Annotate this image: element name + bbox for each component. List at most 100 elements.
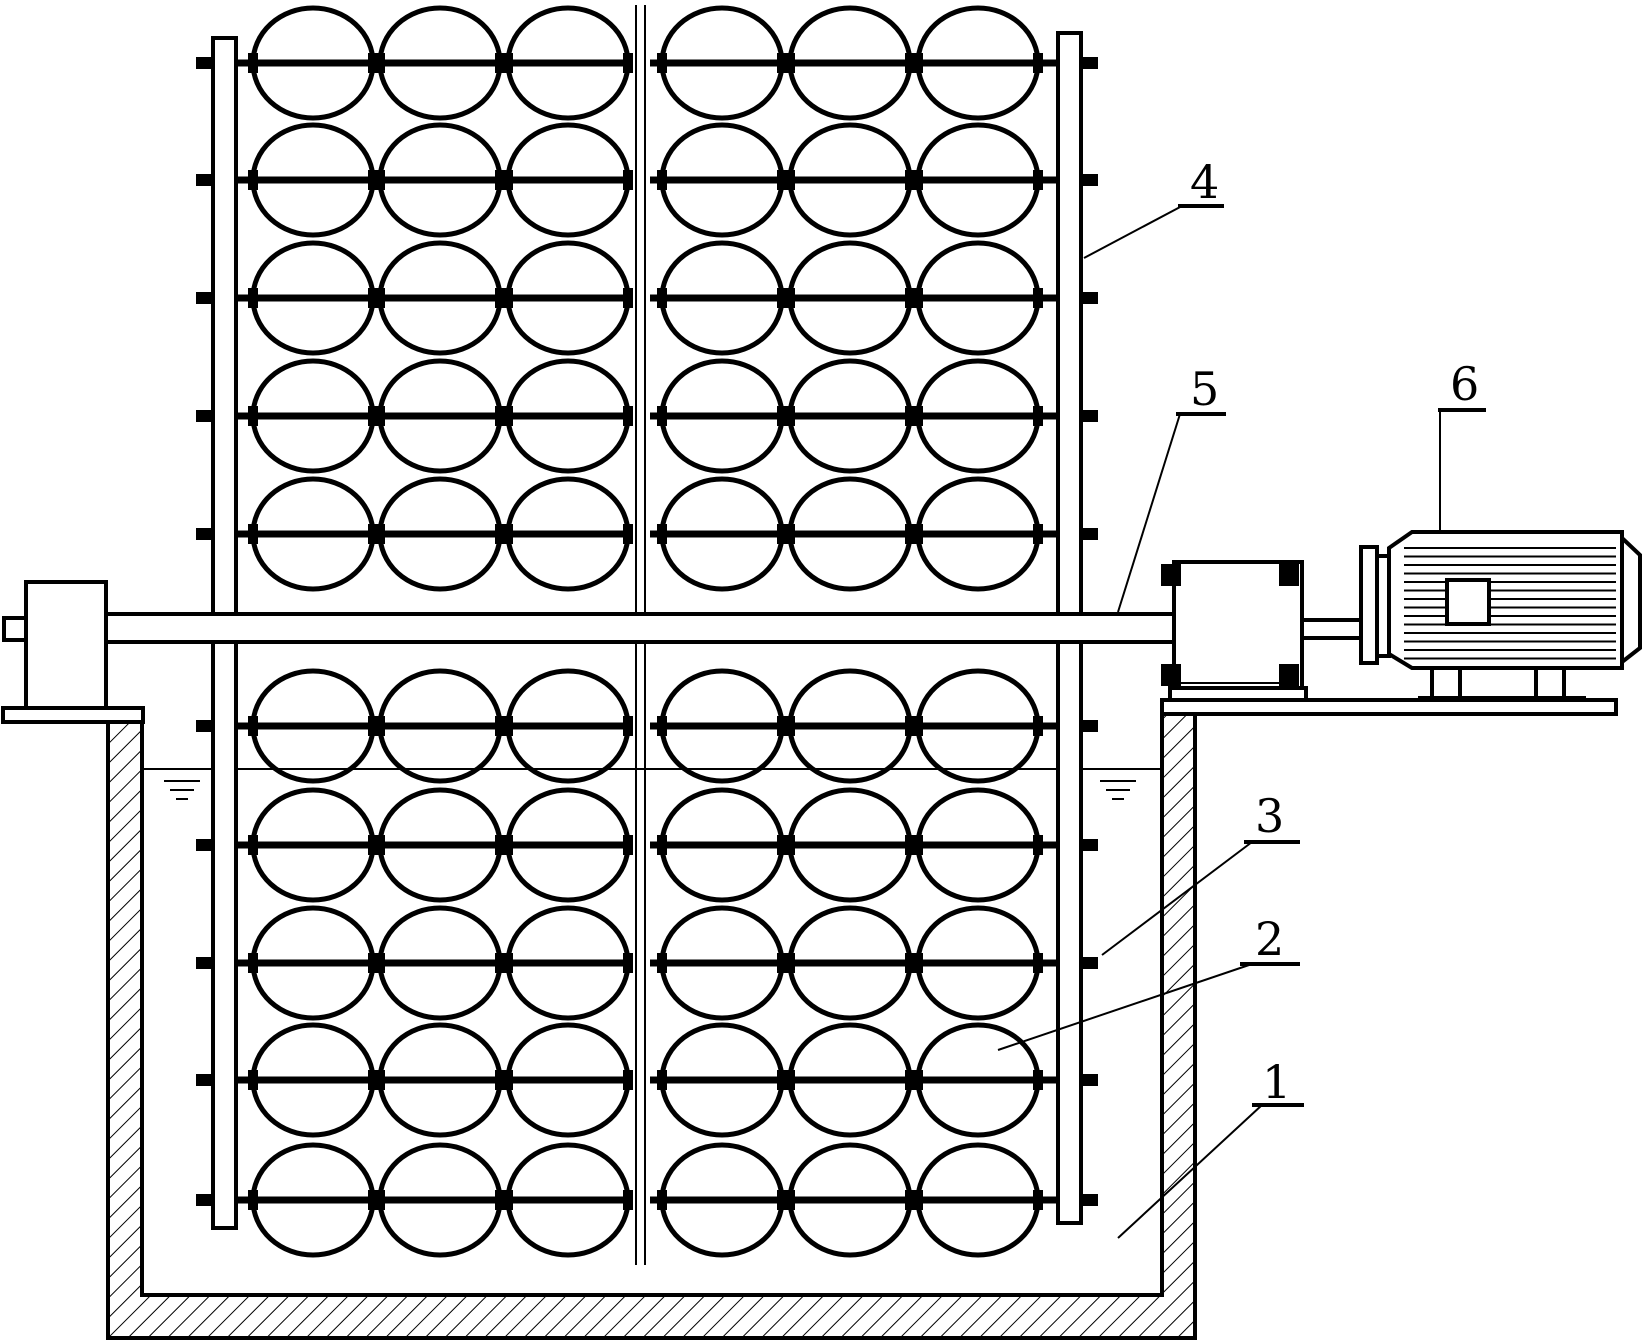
disc-clamp <box>375 524 385 544</box>
disc-clamp <box>905 524 915 544</box>
disc-clamp <box>785 170 795 190</box>
disc-clamp <box>1033 953 1043 973</box>
bolt-stub-right <box>1081 528 1098 540</box>
disc-clamp <box>777 716 787 736</box>
disc-clamp <box>785 1190 795 1210</box>
disc-clamp <box>777 406 787 426</box>
bolt-stub-right <box>1081 410 1098 422</box>
disc-row <box>196 905 1098 1021</box>
disc-clamp <box>248 953 258 973</box>
disc-clamp <box>657 835 667 855</box>
water-level-symbol-right <box>1100 780 1136 800</box>
bolt-stub-right <box>1081 292 1098 304</box>
disc-row <box>196 1022 1098 1138</box>
callout-label-6: 6 <box>1450 357 1479 411</box>
disc-clamp <box>1033 288 1043 308</box>
disc-clamp <box>503 524 513 544</box>
disc-clamp <box>657 53 667 73</box>
disc-clamp <box>1033 1190 1043 1210</box>
motor-foot-right <box>1534 666 1566 700</box>
disc-clamp <box>913 524 923 544</box>
disc-clamp <box>623 1070 633 1090</box>
disc-clamp <box>623 524 633 544</box>
bolt-stub-right <box>1081 957 1098 969</box>
disc-row <box>196 240 1098 356</box>
callout-label-2: 2 <box>1255 912 1284 966</box>
disc-clamp <box>1033 170 1043 190</box>
disc-clamp <box>368 53 378 73</box>
disc-clamp <box>905 170 915 190</box>
disc-clamp <box>503 53 513 73</box>
disc-clamp <box>905 53 915 73</box>
disc-clamp <box>368 1070 378 1090</box>
disc-clamp <box>495 953 505 973</box>
bolt-stub-right <box>1081 1074 1098 1086</box>
disc-clamp <box>503 835 513 855</box>
main-shaft <box>104 612 1176 644</box>
disc-clamp <box>785 288 795 308</box>
gearbox <box>1161 560 1308 702</box>
disc-clamp <box>1033 406 1043 426</box>
disc-clamp <box>368 524 378 544</box>
bolt-stub-left <box>196 957 213 969</box>
callout-label-1: 1 <box>1262 1055 1291 1109</box>
gearbox-base <box>1168 686 1308 702</box>
bolt-stub-left <box>196 528 213 540</box>
water-level-symbol-left <box>164 780 200 800</box>
disc-clamp <box>503 1190 513 1210</box>
disc-clamp <box>777 288 787 308</box>
disc-clamp <box>368 953 378 973</box>
bolt-stub-right <box>1081 1194 1098 1206</box>
disc-row <box>196 122 1098 238</box>
disc-clamp <box>657 953 667 973</box>
disc-clamp <box>657 406 667 426</box>
disc-row <box>196 358 1098 474</box>
disc-clamp <box>657 716 667 736</box>
disc-clamp <box>657 1190 667 1210</box>
disc-clamp <box>785 406 795 426</box>
left-bearing-block <box>24 580 108 710</box>
bolt-stub-right <box>1081 174 1098 186</box>
disc-clamp <box>495 288 505 308</box>
disc-clamp <box>375 835 385 855</box>
callout-2: 2 <box>997 912 1300 1051</box>
disc-clamp <box>495 1190 505 1210</box>
disc-clamp <box>623 406 633 426</box>
disc-clamp <box>785 53 795 73</box>
disc-clamp <box>503 716 513 736</box>
motor <box>1300 530 1642 700</box>
gearbox-bolt-bl <box>1161 664 1181 686</box>
disc-clamp <box>248 524 258 544</box>
disc-clamp <box>785 716 795 736</box>
bolt-stub-right <box>1081 57 1098 69</box>
disc-clamp <box>368 835 378 855</box>
disc-clamp <box>375 1190 385 1210</box>
callout-label-4: 4 <box>1190 155 1219 209</box>
disc-row <box>196 476 1098 592</box>
disc-row <box>196 1142 1098 1258</box>
callout-4: 4 <box>1083 155 1224 259</box>
disc-clamp <box>623 835 633 855</box>
disc-clamp <box>777 53 787 73</box>
bolt-stub-left <box>196 410 213 422</box>
motor-flange-outer <box>1359 545 1379 665</box>
motor-terminal-box <box>1445 578 1491 626</box>
bolt-stub-left <box>196 1194 213 1206</box>
bolt-stub-left <box>196 839 213 851</box>
disc-clamp <box>913 835 923 855</box>
bolt-stub-left <box>196 174 213 186</box>
disc-clamp <box>375 953 385 973</box>
callout-6: 6 <box>1438 357 1486 532</box>
bolt-stub-right <box>1081 839 1098 851</box>
disc-clamp <box>785 1070 795 1090</box>
disc-clamp <box>623 1190 633 1210</box>
disc-clamp <box>368 716 378 736</box>
disc-clamp <box>905 406 915 426</box>
disc-clamp <box>375 288 385 308</box>
disc-clamp <box>1033 716 1043 736</box>
rotor-disc-group <box>196 5 1098 1258</box>
disc-clamp <box>503 170 513 190</box>
callout-label-5: 5 <box>1190 362 1219 416</box>
